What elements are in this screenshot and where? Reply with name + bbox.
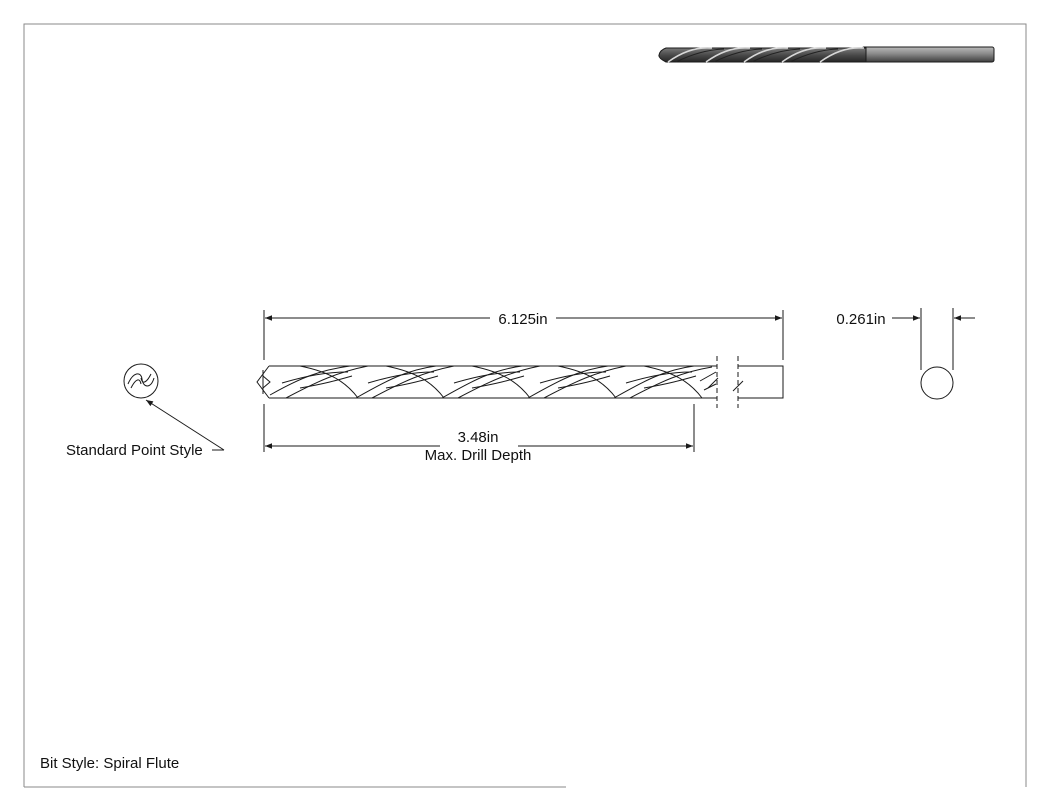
overall-length-label: 6.125in: [498, 311, 547, 328]
drill-depth-dimension: [263, 404, 695, 452]
overall-length-dimension: [263, 310, 784, 360]
shank-diameter-label: 0.261in: [836, 311, 885, 328]
sheet-frame: [23, 23, 1027, 788]
shank-end-view: [920, 308, 954, 400]
drill-bit-side-view: [256, 356, 784, 408]
point-style-label: Standard Point Style: [66, 442, 203, 459]
drill-depth-value: 3.48in: [458, 429, 499, 446]
drill-depth-caption: Max. Drill Depth: [425, 447, 532, 464]
bit-style-label: Bit Style: Spiral Flute: [40, 755, 179, 772]
point-style-leader: [145, 399, 225, 451]
drill-bit-thumbnail: [658, 46, 995, 63]
point-end-view: [123, 363, 159, 399]
